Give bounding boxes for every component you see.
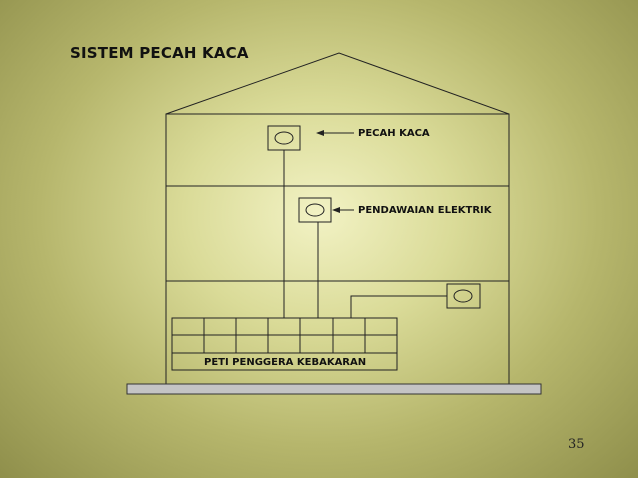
fire-alarm-panel <box>171 317 398 371</box>
label-peti-penggera: PETI PENGGERA KEBAKARAN <box>204 357 367 368</box>
break-glass-unit-top <box>267 125 301 151</box>
label-pecah-kaca: PECAH KACA <box>358 128 430 139</box>
arrow-pendawaian <box>332 207 354 213</box>
arrow-pecah-kaca <box>316 130 354 136</box>
label-pendawaian-elektrik: PENDAWAIAN ELEKTRIK <box>358 205 492 216</box>
break-glass-unit-bottom <box>446 283 481 309</box>
page-number: 35 <box>568 437 585 452</box>
break-glass-unit-middle <box>298 197 332 223</box>
roof <box>165 52 510 115</box>
slide-title: SISTEM PECAH KACA <box>70 44 249 62</box>
ground-base <box>126 383 542 395</box>
wire-bottom <box>350 295 447 318</box>
building-outline <box>165 113 510 385</box>
